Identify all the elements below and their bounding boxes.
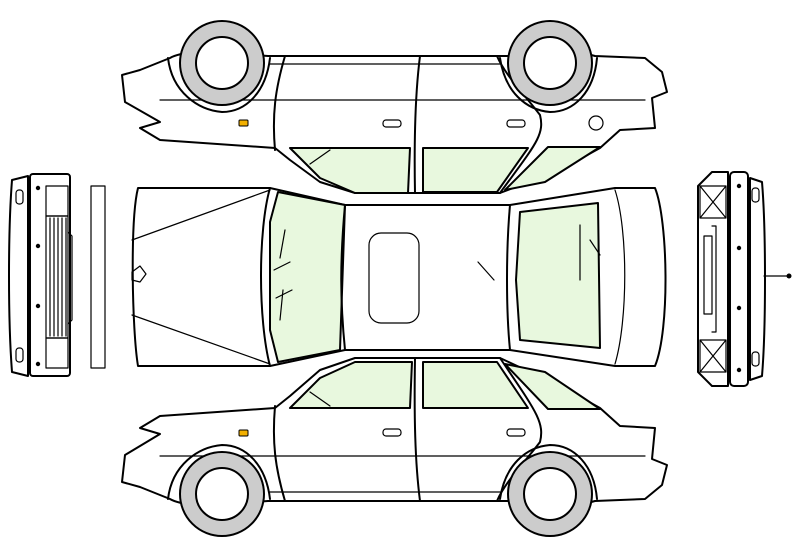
window-front [289,147,411,194]
bumper-slot [751,351,760,367]
hood-ornament-icon [131,265,147,283]
bumper-slot [15,189,24,205]
door-handle-icon [382,428,402,437]
mount-point [736,183,742,189]
mount-point [736,245,742,251]
bumper-slot [15,347,24,363]
taillight-icon [699,339,727,373]
mount-point [35,361,41,367]
door-handle-icon [506,428,526,437]
windshield-edge [279,229,286,321]
roof-edge [340,204,346,351]
turn-signal-icon [238,429,249,437]
bumper [749,177,766,381]
bottom-side-view [121,357,668,537]
wheel-arch-front [167,444,271,500]
hood-crease-upper [131,189,271,241]
grille [45,215,69,339]
bumper [8,175,29,377]
mount-point [736,305,742,311]
grille-bars [49,217,67,337]
mount-point [35,243,41,249]
hood-crease-lower [131,314,271,365]
window-line [309,391,331,407]
turn-signal-icon [238,119,249,127]
rear-panel [729,171,749,387]
top-view [131,187,667,367]
front-end-view [8,173,106,377]
hood-edge-strip [90,185,106,369]
wheel-arch-front [167,57,271,113]
window-front [289,361,413,409]
window-quarter [504,146,601,191]
taillight-icon [699,185,727,219]
mount-point [736,367,742,373]
hood-line [260,187,271,367]
mount-point [35,303,41,309]
top-side-view [121,20,668,194]
wheel-rim [523,36,577,90]
door-line-front [272,55,286,151]
door-line-front [272,405,286,502]
roof-rear-edge [506,204,511,351]
windshield-wiper [273,261,293,299]
trunk-line [614,189,626,365]
rear-end-view [697,171,792,387]
door-handle-icon [506,119,526,128]
door-line-middle [413,55,421,194]
license-plate-area [703,235,713,315]
windshield [269,191,346,363]
rear-window [515,202,601,349]
wheel-rim [523,467,577,521]
door-line-middle [413,357,421,502]
wheel-arch-rear [499,444,598,500]
door-handle-icon [382,119,402,128]
bumper-slot [751,187,760,203]
antenna-tip [786,273,792,279]
wheel-rim [195,36,249,90]
window-line [309,149,331,165]
mount-point [35,185,41,191]
window-quarter [504,363,601,410]
wheel-arch-rear [499,57,598,113]
fuel-cap-icon [588,115,604,131]
trunk-lid [697,171,729,387]
wheel-rim [195,467,249,521]
sunroof-icon [368,232,420,324]
panel-edge [67,231,73,325]
trunk-detail [711,225,717,333]
door-line-rear [496,55,543,194]
window-rear [422,147,529,193]
window-rear [422,361,529,409]
roof-mark [477,261,495,281]
door-line-rear [496,357,543,502]
rear-window-defroster [579,224,601,281]
